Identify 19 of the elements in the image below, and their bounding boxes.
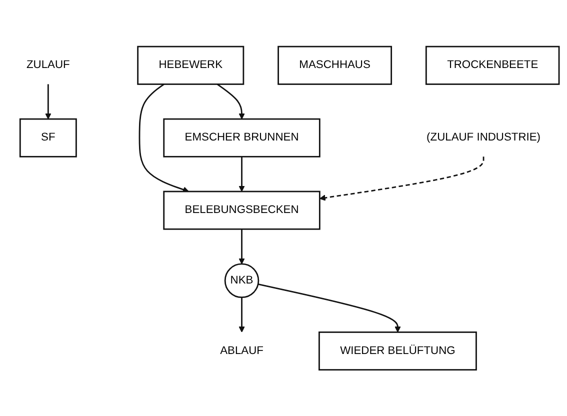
arrow	[319, 156, 484, 201]
node-circle: NKB	[224, 263, 260, 298]
arrow	[238, 156, 245, 192]
node-text: ABLAUF	[220, 344, 264, 356]
node-box: TROCKENBEETE	[425, 46, 560, 85]
arrow	[238, 228, 245, 264]
node-box: MASCHHAUS	[278, 46, 392, 85]
arrow	[45, 84, 52, 120]
node-text: (ZULAUF INDUSTRIE)	[426, 131, 541, 144]
node-box: EMSCHER BRUNNEN	[163, 118, 320, 158]
node-text: ZULAUF	[26, 58, 70, 71]
arrow	[258, 283, 401, 332]
arrow	[138, 83, 189, 192]
node-box: HEBEWERK	[137, 46, 244, 85]
node-box: BELEBUNGSBECKEN	[163, 190, 320, 230]
arrow	[238, 297, 245, 332]
arrow	[216, 83, 245, 120]
node-box: SF	[19, 118, 77, 158]
node-box: WIEDER BELÜFTUNG	[318, 331, 477, 370]
